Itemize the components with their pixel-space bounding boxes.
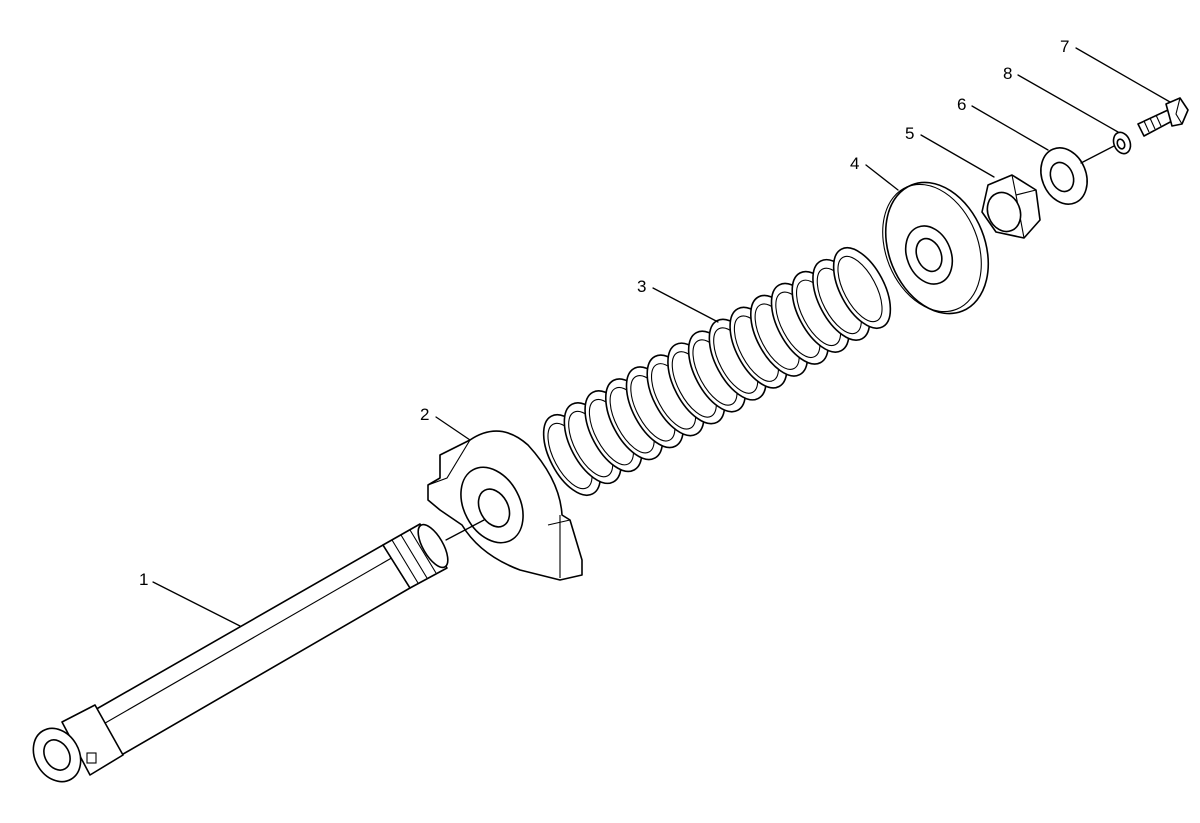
leader-line-1 — [152, 581, 241, 627]
callout-5: 5 — [905, 124, 914, 143]
callout-4: 4 — [850, 154, 859, 173]
rod-thread — [382, 523, 449, 589]
leader-lines — [152, 47, 1171, 627]
callout-1: 1 — [139, 570, 148, 589]
leader-line-6 — [971, 105, 1049, 151]
leader-line-8 — [1017, 74, 1119, 133]
part-8-small-washer — [1112, 131, 1132, 155]
callout-3: 3 — [637, 277, 646, 296]
spring-coil-inner — [837, 255, 883, 323]
callout-labels: 1 2 3 4 5 6 8 7 — [139, 37, 1069, 589]
leader-line-7 — [1075, 47, 1171, 103]
leader-line-6b — [1080, 145, 1115, 164]
callout-8: 8 — [1003, 64, 1012, 83]
callout-2: 2 — [420, 405, 429, 424]
leader-line-5 — [920, 134, 995, 178]
leader-line-2b — [445, 519, 485, 541]
part-6-flat-washer — [1040, 147, 1088, 205]
rod-end-sleeve — [32, 704, 124, 783]
part-5-hex-nut — [981, 174, 1041, 239]
part-3-spring — [542, 247, 892, 496]
callout-6: 6 — [957, 95, 966, 114]
leader-line-4 — [865, 164, 899, 191]
leader-line-3 — [652, 287, 719, 323]
part-4-spring-cap — [882, 181, 990, 315]
spring-coil — [832, 247, 892, 329]
part-7-bolt — [1137, 97, 1189, 137]
leader-line-2 — [435, 416, 471, 441]
callout-7: 7 — [1060, 37, 1069, 56]
part-1-rod — [32, 523, 449, 783]
